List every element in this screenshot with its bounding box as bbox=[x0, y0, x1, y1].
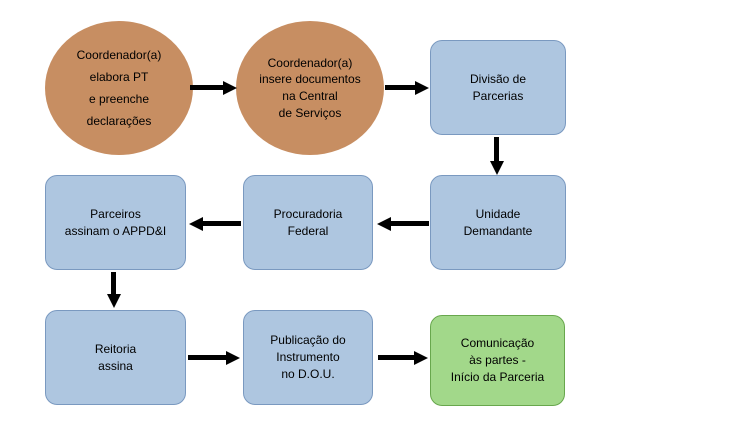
arrow-insere-to-divisao bbox=[385, 85, 415, 90]
node-label: Parceiros assinam o APPD&I bbox=[64, 206, 167, 238]
node-unidade-demandante: Unidade Demandante bbox=[430, 175, 566, 270]
node-procuradoria-federal: Procuradoria Federal bbox=[243, 175, 373, 270]
arrow-procuradoria-to-parceiros bbox=[203, 221, 241, 226]
node-label: Reitoria assina bbox=[94, 341, 137, 373]
node-parceiros-assinam: Parceiros assinam o APPD&I bbox=[45, 175, 186, 270]
node-divisao-parcerias: Divisão de Parcerias bbox=[430, 40, 566, 135]
arrow-reitoria-to-publicacao bbox=[188, 355, 226, 360]
arrow-parceiros-to-reitoria bbox=[111, 272, 116, 294]
node-label: Comunicação às partes - Início da Parcer… bbox=[450, 336, 545, 384]
node-label: Publicação do Instrumento no D.O.U. bbox=[270, 333, 346, 381]
node-label: Coordenador(a) elabora PT e preenche dec… bbox=[76, 47, 162, 129]
node-label: Unidade Demandante bbox=[463, 206, 533, 238]
node-publicacao-dou: Publicação do Instrumento no D.O.U. bbox=[243, 310, 373, 405]
node-coordenador-elabora: Coordenador(a) elabora PT e preenche dec… bbox=[45, 21, 193, 155]
node-comunicacao-partes: Comunicação às partes - Início da Parcer… bbox=[430, 315, 565, 406]
node-label: Procuradoria Federal bbox=[273, 206, 343, 238]
node-reitoria-assina: Reitoria assina bbox=[45, 310, 186, 405]
arrow-unidade-to-procuradoria bbox=[391, 221, 429, 226]
arrow-publicacao-to-comunicacao bbox=[378, 355, 414, 360]
arrow-elabora-to-insere bbox=[190, 85, 223, 90]
node-label: Coordenador(a) insere documentos na Cent… bbox=[259, 55, 361, 120]
node-label: Divisão de Parcerias bbox=[469, 71, 527, 103]
arrow-divisao-to-unidade bbox=[494, 137, 499, 161]
node-coordenador-insere: Coordenador(a) insere documentos na Cent… bbox=[236, 21, 384, 155]
